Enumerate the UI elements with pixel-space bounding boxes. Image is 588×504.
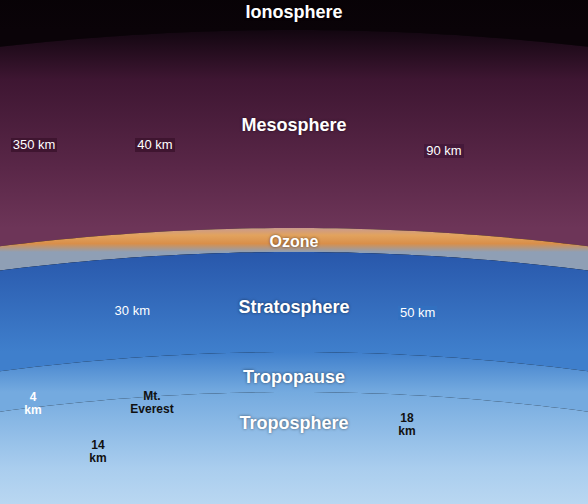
height-label: 4 km <box>20 391 46 417</box>
band-fill <box>0 30 588 246</box>
label-anchor: Mt. Everest <box>124 390 180 417</box>
layer-name: Mesosphere <box>241 116 346 136</box>
layer-name: Tropopause <box>243 368 345 388</box>
height-label: 40 km <box>135 138 174 152</box>
label-anchor: 40 km <box>135 135 174 153</box>
height-label: 18 km <box>394 412 420 438</box>
height-label: 30 km <box>115 304 150 318</box>
layer-name: Ozone <box>270 233 319 251</box>
height-label: 50 km <box>398 306 437 320</box>
label-anchor: 350 km <box>11 135 58 153</box>
label-anchor: 50 km <box>398 303 437 321</box>
band-fill <box>0 392 588 504</box>
layer-name: Stratosphere <box>238 298 349 318</box>
height-label: Mt. Everest <box>124 390 180 416</box>
atmosphere-band: Troposphere <box>0 392 588 504</box>
label-anchor: 90 km <box>424 141 463 159</box>
label-anchor: 14 km <box>85 439 111 466</box>
layer-name: Ionosphere <box>245 3 342 23</box>
band-shape <box>0 392 588 504</box>
layer-name: Troposphere <box>239 414 348 434</box>
band-shape <box>0 30 588 247</box>
atmosphere-band: Mesosphere <box>0 30 588 247</box>
label-anchor: 18 km <box>394 412 420 439</box>
height-label: 14 km <box>85 439 111 465</box>
height-label: 90 km <box>424 144 463 158</box>
label-anchor: 4 km <box>20 391 46 418</box>
height-label: 350 km <box>11 138 58 152</box>
label-anchor: 30 km <box>115 301 150 319</box>
